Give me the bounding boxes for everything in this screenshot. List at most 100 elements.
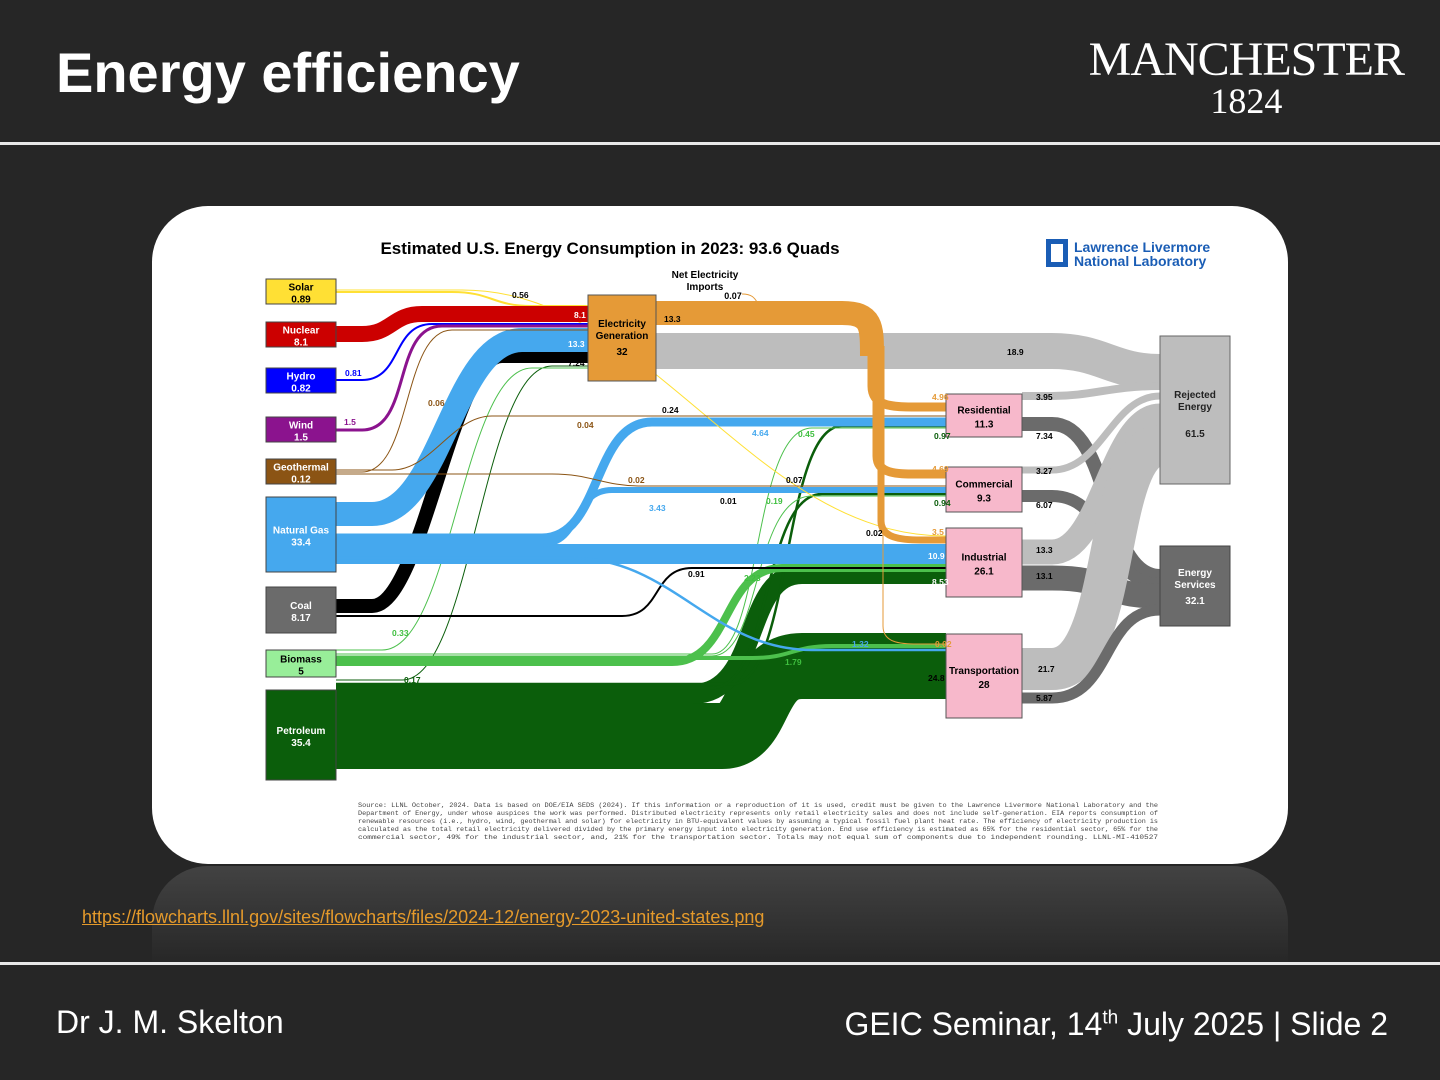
flow-value-label: 0.91: [688, 569, 705, 579]
flow-value-label: 13.3: [568, 339, 585, 349]
source-box-biomass: [265, 649, 337, 678]
flow-value-label: 0.56: [512, 290, 529, 300]
source-value-wind: 1.5: [294, 433, 308, 444]
flow-value-label: 3.27: [1036, 466, 1053, 476]
flow-value-label: 0.24: [662, 405, 679, 415]
flow-electricity-rejected: [656, 333, 1161, 390]
llnl-logo: Lawrence Livermore National Laboratory: [1046, 239, 1210, 269]
flow-biomass-electricity: [336, 367, 588, 651]
flow-electricity-transportation: [882, 346, 946, 645]
source-name-petroleum: Petroleum: [277, 726, 326, 737]
source-value-solar: 0.89: [291, 295, 311, 306]
source-nodes: Solar0.89Nuclear8.1Hydro0.82Wind1.5Geoth…: [265, 278, 337, 781]
services-value: 32.1: [1185, 596, 1205, 607]
source-name-solar: Solar: [288, 283, 313, 294]
flow-value-label: 0.17: [404, 675, 421, 685]
flow-value-label: 0.06: [428, 398, 445, 408]
flow-value-label: 0.02: [628, 475, 645, 485]
sector-name-transportation: Transportation: [949, 666, 1019, 677]
sector-name-industrial: Industrial: [961, 553, 1006, 564]
flow-transport-rejected: [1022, 425, 1165, 690]
flow-layer: [336, 289, 1165, 769]
flow-biomass-commercial: [336, 495, 946, 657]
flow-value-label: 0.04: [577, 420, 594, 430]
sector-value-industrial: 26.1: [974, 567, 994, 578]
source-note-line: renewable resources (i.e., hydro, wind, …: [358, 818, 1158, 825]
source-value-biomass: 5: [298, 667, 304, 678]
services-label-2: Services: [1174, 580, 1216, 591]
flow-value-label: 2.23: [744, 573, 761, 583]
flow-solar-commercial: [336, 289, 947, 537]
flow-gas-electricity: [336, 328, 588, 526]
source-box-solar: [265, 278, 337, 305]
services-label-1: Energy: [1178, 568, 1212, 579]
flow-value-label: 13.1: [1036, 571, 1053, 581]
source-value-nuclear: 8.1: [294, 338, 308, 349]
source-box-natural-gas: [265, 496, 337, 573]
source-name-nuclear: Nuclear: [283, 326, 320, 337]
logo-name: MANCHESTER: [1088, 33, 1405, 86]
flow-value-label: 0.97: [934, 431, 951, 441]
flow-value-label: 13.3: [1036, 545, 1053, 555]
footer-ordinal: th: [1102, 1007, 1119, 1029]
panel-reflection: [152, 866, 1288, 966]
flow-value-label: 13.3: [664, 314, 681, 324]
flow-residential-rejected: [1022, 382, 1161, 400]
source-box-wind: [265, 416, 337, 443]
source-box-coal: [265, 586, 337, 634]
flow-biomass-transportation: [336, 644, 946, 660]
header-divider: [0, 142, 1440, 145]
imports-label-2: Imports: [687, 282, 724, 293]
source-note-line: calculated as the total retail electrici…: [358, 826, 1158, 833]
flow-value-label: 7.34: [1036, 431, 1053, 441]
flow-value-label: 8.53: [932, 577, 949, 587]
source-note-line: Department of Energy, under whose auspic…: [358, 810, 1158, 817]
sankey-diagram: Solar0.89Nuclear8.1Hydro0.82Wind1.5Geoth…: [265, 239, 1231, 841]
flow-value-label: 0.33: [392, 628, 409, 638]
electricity-label-2: Generation: [596, 331, 649, 342]
flow-value-label: 3.5: [932, 527, 944, 537]
rejected-label-2: Energy: [1178, 402, 1212, 413]
sector-value-residential: 11.3: [975, 420, 994, 431]
rejected-box: [1159, 335, 1231, 485]
sector-nodes: Residential11.3Commercial9.3Industrial26…: [945, 393, 1023, 719]
source-name-wind: Wind: [289, 421, 313, 432]
source-name-natural-gas: Natural Gas: [273, 526, 330, 537]
source-note-line: commercial sector, 49% for the industria…: [358, 834, 1158, 841]
flow-value-label: 18.9: [1007, 347, 1024, 357]
flow-coal-industrial: [336, 567, 946, 617]
source-box-nuclear: [265, 321, 337, 348]
imports-value: 0.07: [724, 291, 742, 301]
footer-event-text: GEIC Seminar, 14: [844, 1006, 1103, 1042]
source-name-geothermal: Geothermal: [273, 463, 329, 474]
flow-geothermal-residential: [336, 415, 946, 471]
llnl-line-2: National Laboratory: [1074, 253, 1206, 269]
flow-value-label: 3.95: [1036, 392, 1053, 402]
flow-biomass-industrial: [336, 564, 946, 666]
flow-gas-transportation: [336, 556, 946, 652]
flow-petroleum-commercial: [336, 492, 946, 690]
footer-event: GEIC Seminar, 14th July 2025 | Slide 2: [844, 1006, 1388, 1043]
flow-transport-services: [1022, 604, 1161, 704]
flow-value-label: 4.64: [752, 428, 769, 438]
flow-value-label: 1.79: [785, 657, 802, 667]
flow-value-label: 6.07: [1036, 500, 1053, 510]
rejected-value: 61.5: [1185, 429, 1205, 440]
flow-labels: 0.568.113.37.240.811.50.060.040.020.244.…: [344, 290, 1055, 703]
sector-box-transportation: [945, 633, 1023, 719]
flow-value-label: 1.32: [852, 639, 869, 649]
source-box-hydro: [265, 367, 337, 394]
flow-geothermal-commercial: [336, 473, 946, 487]
flow-value-label: 0.94: [934, 498, 951, 508]
source-value-petroleum: 35.4: [291, 738, 311, 749]
flow-hydro-electricity: [336, 323, 588, 381]
flow-biomass-residential: [336, 427, 946, 655]
flow-value-label: 0.19: [766, 496, 783, 506]
flow-commercial-rejected: [1022, 392, 1161, 474]
source-box-geothermal: [265, 458, 337, 485]
flow-wind-electricity: [336, 324, 588, 432]
flow-value-label: 0.01: [720, 496, 737, 506]
source-link[interactable]: https://flowcharts.llnl.gov/sites/flowch…: [82, 907, 765, 927]
flow-value-label: 0.07: [786, 475, 803, 485]
